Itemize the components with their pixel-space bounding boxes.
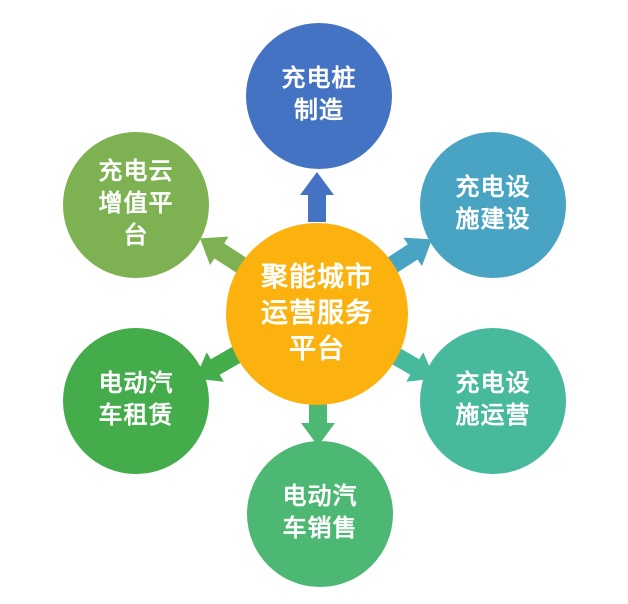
node-label-line: 充电设 [455, 175, 531, 202]
up-left-arrow-icon [191, 224, 251, 280]
down-right-arrow-icon [383, 339, 443, 393]
up-arrow-icon [300, 172, 334, 222]
down-arrow-icon [301, 396, 335, 446]
node-charging-facility-operation: 充电设 施运营 [420, 328, 566, 474]
node-label-line: 充电桩 [281, 66, 357, 93]
node-center-platform: 聚能城市 运营服务 平台 [226, 223, 408, 405]
node-charging-facility-construction: 充电设 施建设 [420, 132, 566, 278]
node-ev-rental: 电动汽 车租赁 [63, 328, 209, 474]
node-label-line: 充电设 [455, 371, 531, 398]
node-label-line: 充电云 [98, 159, 174, 186]
center-label-line: 聚能城市 [261, 262, 373, 293]
up-right-arrow-icon [381, 225, 441, 281]
center-label-line: 运营服务 [261, 298, 373, 329]
node-label-line: 施建设 [455, 207, 531, 233]
node-label-line: 制造 [294, 98, 344, 124]
node-label-line: 车租赁 [98, 403, 174, 429]
node-label-line: 车销售 [282, 516, 358, 542]
node-label-line: 施运营 [455, 403, 531, 429]
node-ev-sales: 电动汽 车销售 [247, 441, 393, 587]
node-charging-cloud-platform: 充电云 增值平 台 [63, 132, 209, 278]
node-label-line: 电动汽 [98, 371, 174, 398]
node-label-line: 增值平 [98, 191, 174, 218]
down-left-arrow-icon [187, 339, 247, 393]
node-label-line: 台 [123, 222, 149, 249]
center-label-line: 平台 [289, 333, 345, 364]
node-charging-pile-manufacturing: 充电桩 制造 [246, 23, 392, 169]
node-label-line: 电动汽 [282, 484, 358, 511]
